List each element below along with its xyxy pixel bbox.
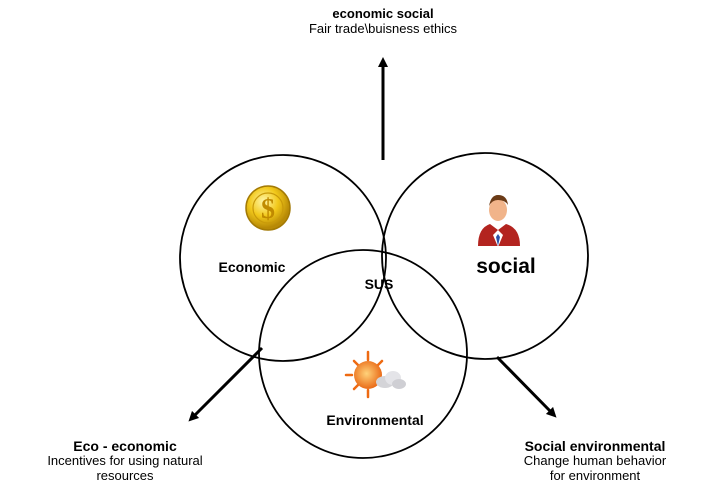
bottom-right-label: Social environmental Change human behavi… [485, 438, 705, 484]
top-label-title: economic social [332, 6, 434, 21]
sus-label: SUS [364, 276, 394, 292]
environmental-label: Environmental [326, 412, 424, 428]
circle-economic [179, 154, 387, 362]
svg-text:$: $ [261, 194, 275, 225]
bottom-right-line2: for environment [549, 468, 641, 484]
bottom-left-label: Eco - economic Incentives for using natu… [0, 438, 250, 484]
bottom-left-line2: resources [96, 468, 154, 484]
circle-environmental [258, 249, 468, 459]
arrow-bottom-right [495, 355, 557, 418]
top-label: economic social Fair trade\buisness ethi… [233, 6, 533, 37]
economic-label: Economic [218, 259, 286, 275]
coin-dollar-icon: $ [245, 185, 291, 231]
person-icon [478, 195, 520, 247]
bottom-right-line1: Change human behavior [523, 453, 667, 469]
circle-social [381, 152, 589, 360]
sun-cloud-icon [344, 350, 406, 399]
bottom-left-title: Eco - economic [73, 438, 177, 454]
bottom-left-line1: Incentives for using natural [47, 453, 203, 469]
top-label-subtitle: Fair trade\buisness ethics [308, 20, 458, 36]
bottom-right-title: Social environmental [524, 438, 666, 454]
social-label: social [476, 255, 536, 278]
arrow-bottom-left [188, 346, 264, 422]
